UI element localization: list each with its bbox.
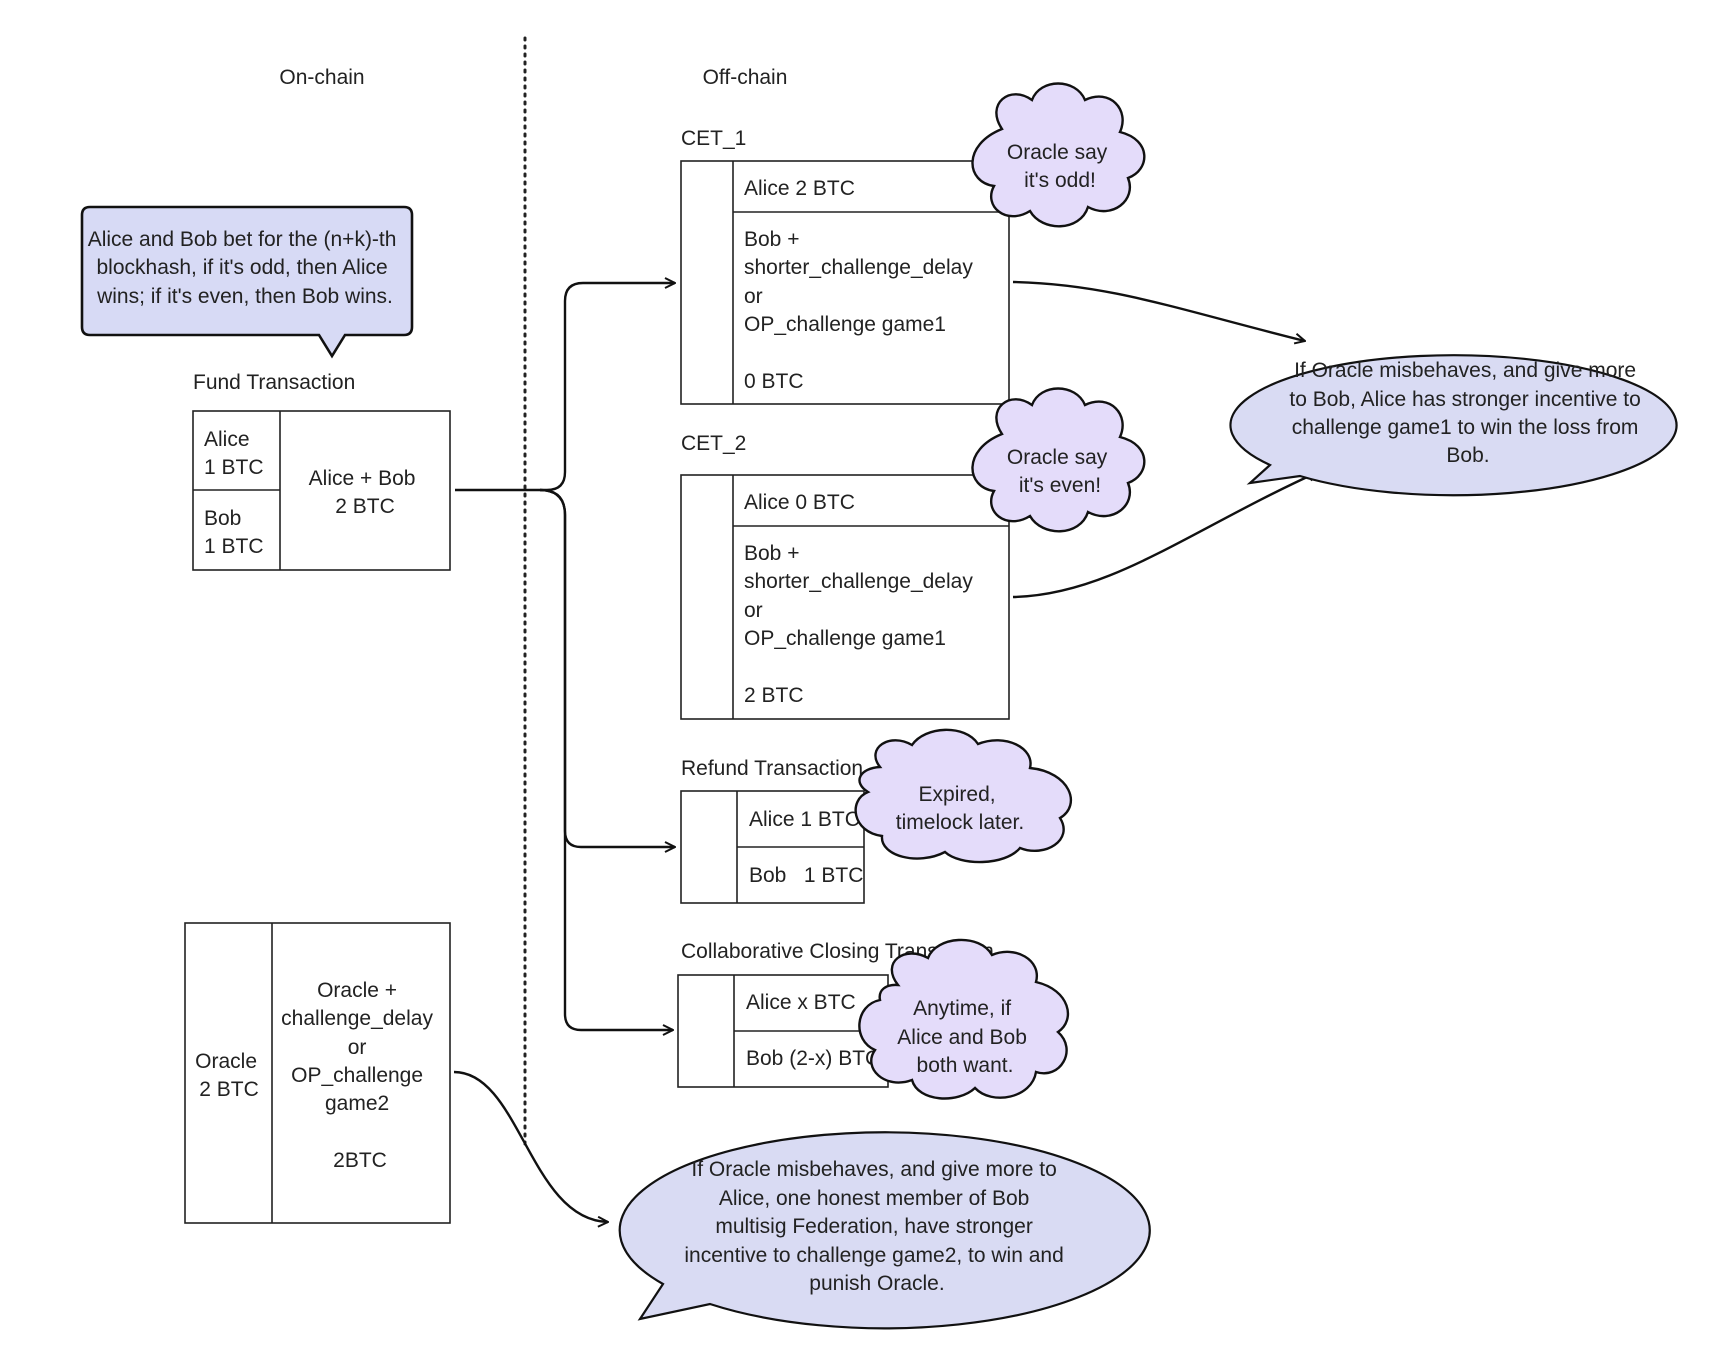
cet1-cloud-text: Oracle say it's odd! [1007, 141, 1113, 192]
arrow-cet1-to-bubble [1012, 280, 1305, 341]
cet2-output-bob: Bob + shorter_challenge_delay or OP_chal… [744, 542, 979, 707]
off-chain-label: Off-chain [703, 66, 788, 89]
bet-note-text: Alice and Bob bet for the (n+k)-th block… [88, 228, 403, 308]
oracle-input: Oracle 2 BTC [195, 1050, 263, 1101]
on-chain-label: On-chain [279, 66, 364, 89]
fund-branch-arrows [455, 283, 675, 1030]
cet2-transaction: CET_2 Alice 0 BTC Bob + shorter_challeng… [680, 432, 1010, 720]
bubble-bob-text: If Oracle misbehaves, and give more to B… [1289, 359, 1646, 467]
collab-anytime-cloud: Anytime, if Alice and Bob both want. [858, 938, 1070, 1100]
cet1-output-alice: Alice 2 BTC [744, 177, 855, 200]
oracle-output: Oracle + challenge_delay or OP_challenge… [281, 979, 439, 1172]
fund-transaction: Fund Transaction Alice 1 BTC Bob 1 BTC A… [192, 371, 451, 571]
bet-note-callout: Alice and Bob bet for the (n+k)-th block… [80, 205, 414, 359]
fund-input-alice: Alice 1 BTC [204, 428, 264, 479]
refund-output-alice: Alice 1 BTC [749, 808, 860, 831]
cet1-output-bob: Bob + shorter_challenge_delay or OP_chal… [744, 228, 979, 393]
cet1-oracle-cloud: Oracle say it's odd! [971, 82, 1146, 228]
refund-cloud-text: Expired, timelock later. [896, 783, 1024, 834]
arrow-oracle-to-bubble [453, 1070, 608, 1222]
bubble-oracle-favors-alice: If Oracle misbehaves, and give more to A… [618, 1131, 1151, 1330]
collab-output-alice: Alice x BTC [746, 991, 856, 1014]
fund-output: Alice + Bob 2 BTC [309, 467, 422, 518]
cet1-title: CET_1 [681, 127, 746, 150]
arrow-to-cet1 [455, 283, 675, 492]
refund-output-bob: Bob 1 BTC [749, 864, 863, 887]
refund-transaction: Refund Transaction Alice 1 BTC Bob 1 BTC [680, 757, 865, 904]
arrow-to-refund [539, 488, 675, 847]
refund-expired-cloud: Expired, timelock later. [854, 728, 1072, 864]
fund-input-bob: Bob 1 BTC [204, 507, 264, 558]
collab-cloud-text: Anytime, if Alice and Bob both want. [897, 997, 1032, 1077]
cet2-oracle-cloud: Oracle say it's even! [971, 387, 1146, 533]
refund-title: Refund Transaction [681, 757, 863, 780]
cet2-output-alice: Alice 0 BTC [744, 491, 855, 514]
bubble-oracle-favors-bob: If Oracle misbehaves, and give more to B… [1229, 354, 1678, 497]
collab-output-bob: Bob (2-x) BTC [746, 1047, 880, 1070]
arrow-to-collab [539, 488, 673, 1030]
cet2-cloud-text: Oracle say it's even! [1007, 446, 1113, 497]
arrow-cet2-to-bubble [1012, 472, 1318, 599]
fund-transaction-title: Fund Transaction [193, 371, 355, 394]
cet1-transaction: CET_1 Alice 2 BTC Bob + shorter_challeng… [680, 127, 1010, 405]
cet2-title: CET_2 [681, 432, 746, 455]
bubble-alice-text: If Oracle misbehaves, and give more to A… [684, 1158, 1069, 1295]
oracle-transaction: Oracle 2 BTC Oracle + challenge_delay or… [184, 922, 451, 1224]
